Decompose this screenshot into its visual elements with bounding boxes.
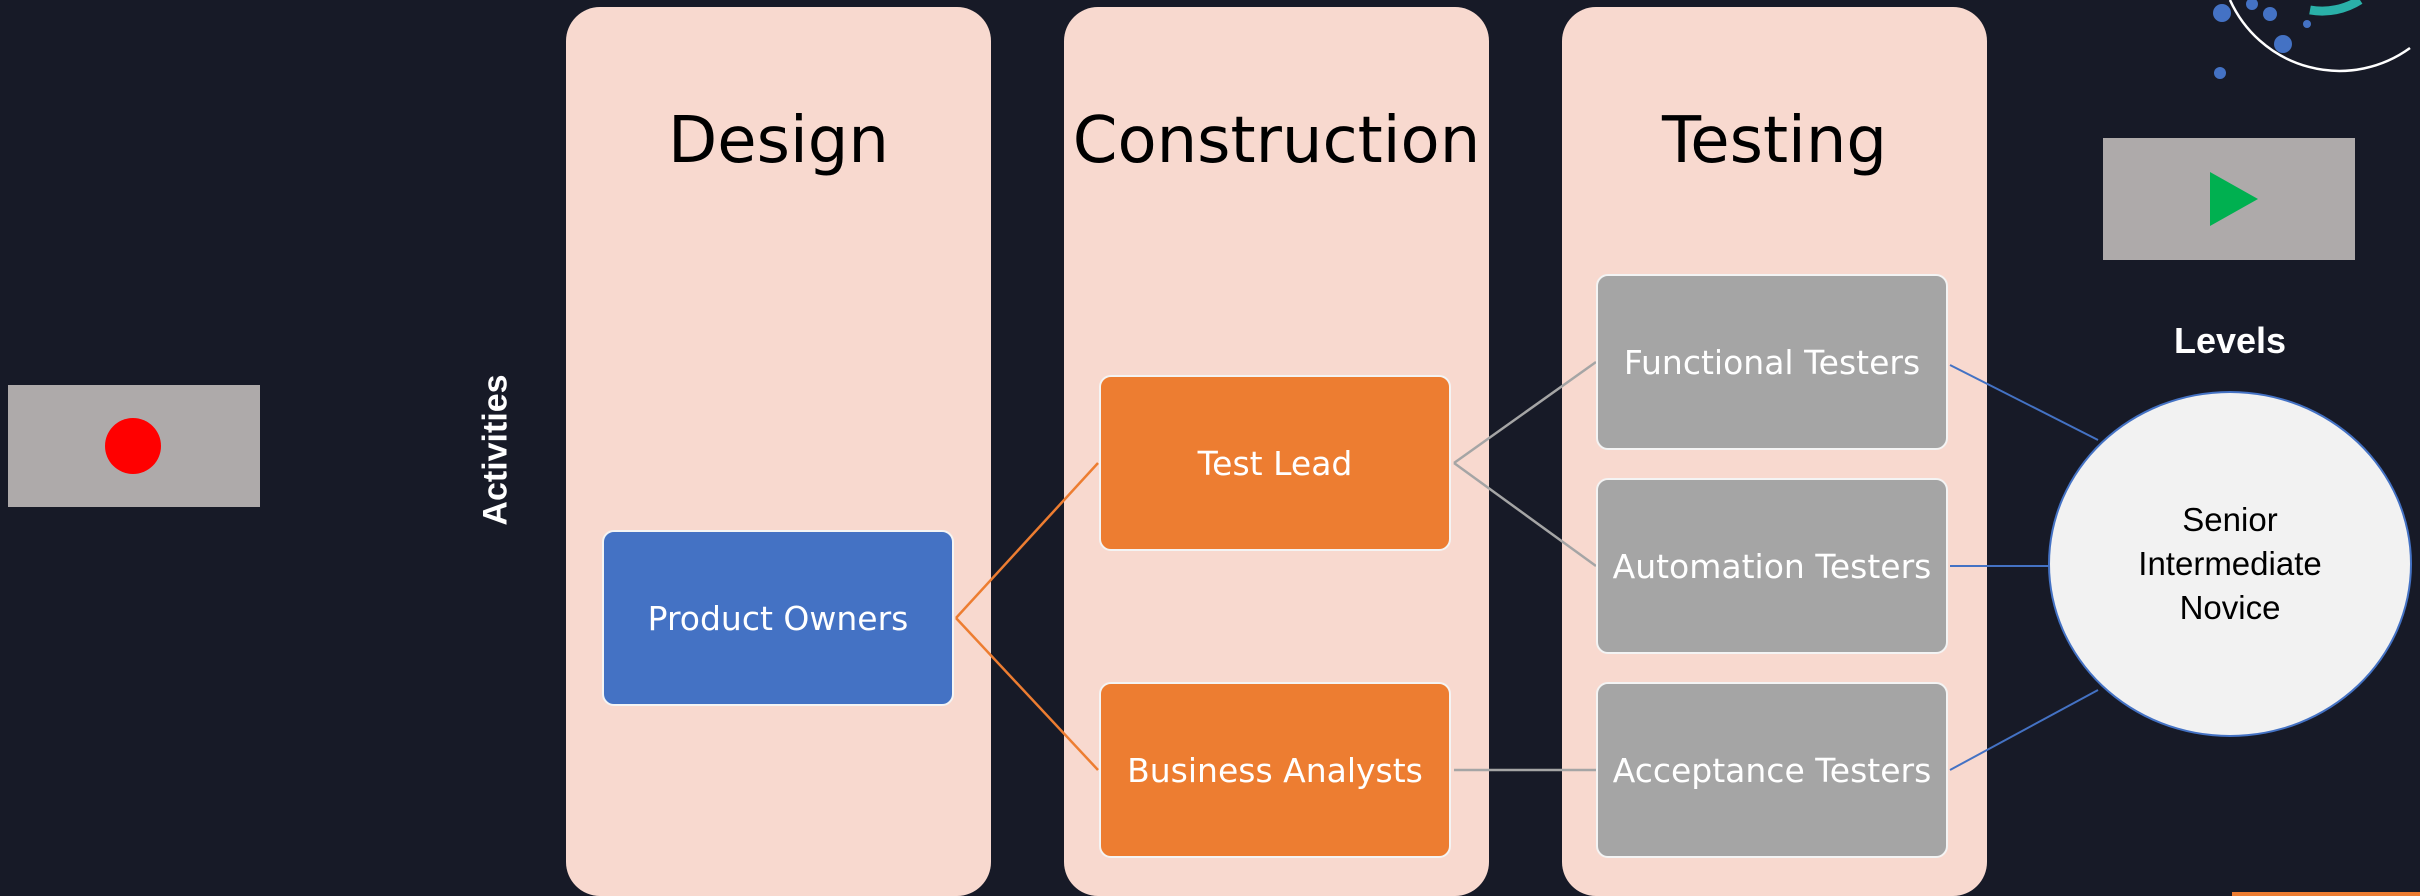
play-button[interactable] bbox=[2103, 138, 2355, 260]
column-title: Design bbox=[668, 104, 889, 178]
accent-bar bbox=[2232, 892, 2420, 896]
test-lead-box: Test Lead bbox=[1099, 375, 1451, 551]
automation-testers-box: Automation Testers bbox=[1596, 478, 1948, 654]
levels-circle: Senior Intermediate Novice bbox=[2048, 391, 2412, 737]
decorative-ring bbox=[2213, 0, 2411, 79]
level-novice: Novice bbox=[2179, 589, 2281, 626]
product-owners-box: Product Owners bbox=[602, 530, 954, 706]
level-senior: Senior bbox=[2182, 501, 2278, 538]
functional-testers-box: Functional Testers bbox=[1596, 274, 1948, 450]
column-title: Testing bbox=[1662, 104, 1887, 178]
play-icon bbox=[2210, 172, 2258, 226]
record-button[interactable] bbox=[8, 385, 260, 507]
column-design: Design bbox=[566, 7, 991, 896]
record-icon bbox=[105, 418, 161, 474]
level-intermediate: Intermediate bbox=[2138, 545, 2322, 582]
column-title: Construction bbox=[1072, 104, 1481, 178]
acceptance-testers-box: Acceptance Testers bbox=[1596, 682, 1948, 858]
levels-label: Levels bbox=[2173, 320, 2287, 361]
business-analysts-box: Business Analysts bbox=[1099, 682, 1451, 858]
